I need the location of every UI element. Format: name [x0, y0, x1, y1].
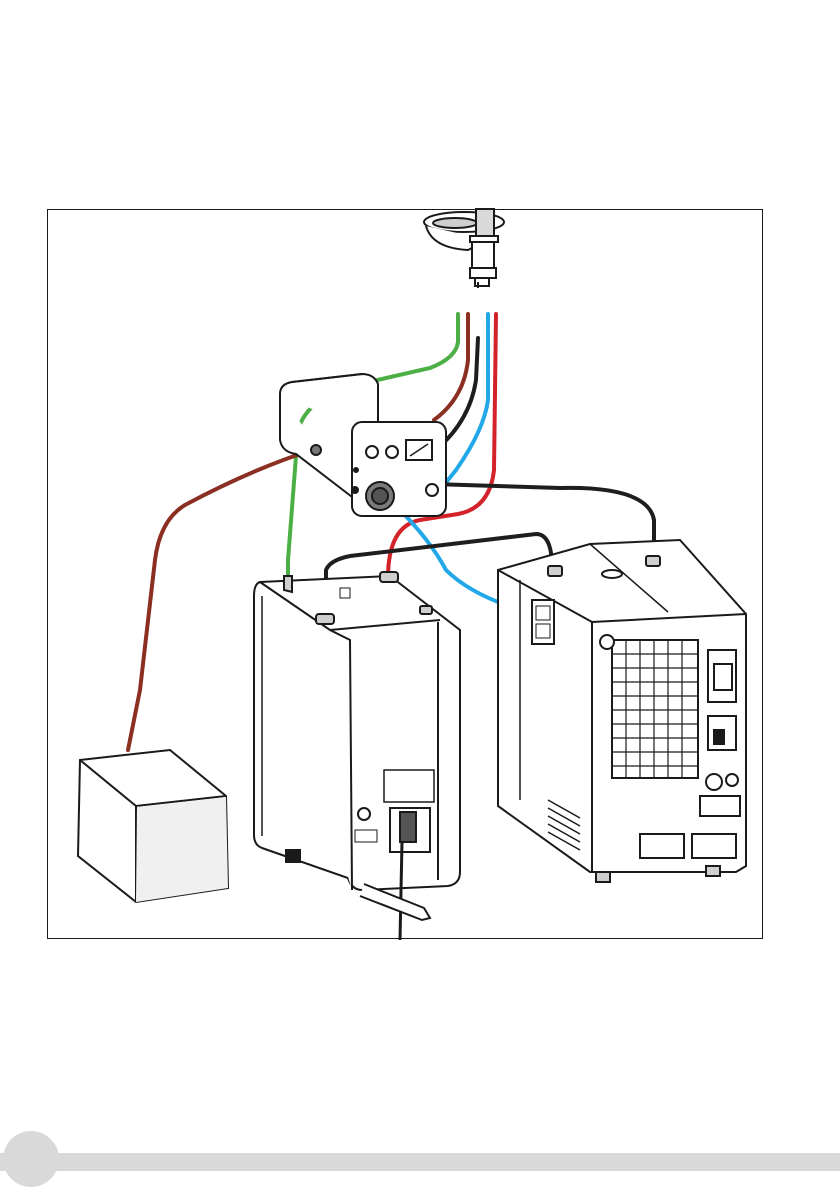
cooling-unit: [498, 540, 746, 882]
storage-tank: [254, 572, 460, 940]
aspirator-nozzle: [424, 209, 504, 288]
footer-bar: [0, 1153, 840, 1171]
control-box: [280, 374, 446, 516]
power-adapter-box: [78, 750, 228, 902]
page-number-badge: [3, 1131, 59, 1187]
